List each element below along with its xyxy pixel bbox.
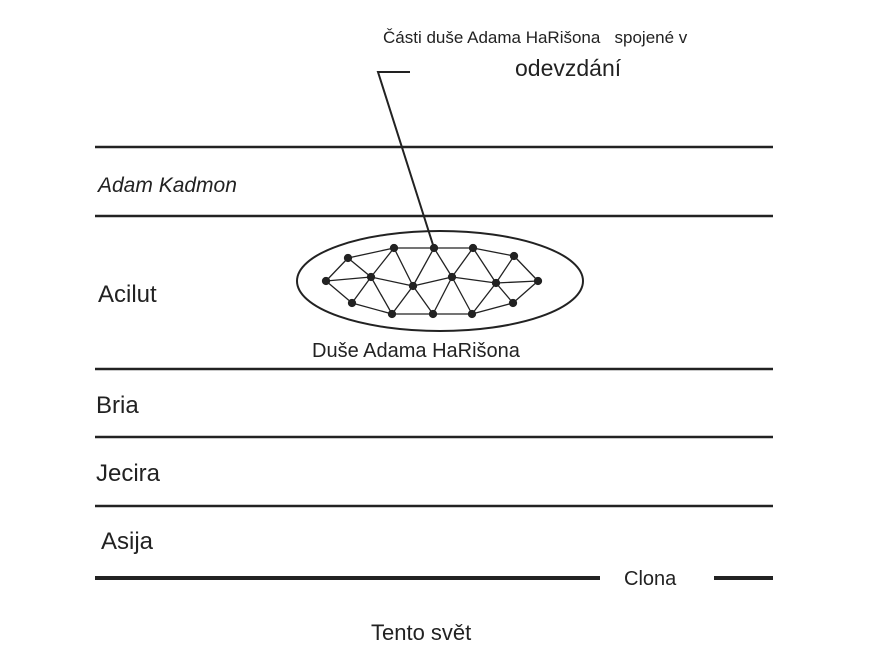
network-edge (495, 255, 515, 284)
network-node (491, 278, 501, 288)
network-edge (347, 247, 395, 259)
world-adam-kadmon: Adam Kadmon (98, 174, 237, 197)
network-edge (412, 285, 434, 315)
network-edge (472, 247, 497, 284)
network-edge (412, 247, 435, 287)
network-edge (433, 247, 453, 278)
network-edge (451, 247, 474, 278)
network-edge (513, 255, 539, 282)
network-edge (495, 282, 514, 304)
network-edge (512, 280, 539, 304)
network-node (321, 276, 331, 286)
network-edge (325, 276, 372, 282)
world-jecira: Jecira (96, 460, 161, 487)
network-edge (370, 247, 395, 278)
network-node (468, 243, 478, 253)
network-edge (412, 276, 453, 287)
network-node (366, 272, 376, 282)
network-edge (325, 257, 349, 282)
bottom-label: Tento svět (371, 620, 472, 645)
network-edge (471, 282, 497, 315)
network-edge (432, 276, 453, 315)
network-node (389, 243, 399, 253)
network-edge (393, 247, 414, 287)
network-node (508, 298, 518, 308)
network-edge (451, 276, 497, 284)
network-node (429, 243, 439, 253)
network-edge (370, 276, 393, 315)
world-acilut: Acilut (98, 281, 157, 308)
network-node (428, 309, 438, 319)
top-label-line2: odevzdání (515, 55, 622, 81)
network-node (509, 251, 519, 261)
network-node (447, 272, 457, 282)
network-edge (391, 285, 414, 315)
network-node (343, 253, 353, 263)
network-edge (495, 280, 539, 284)
world-asija: Asija (101, 528, 154, 555)
network-node (533, 276, 543, 286)
top-label-line1: Části duše Adama HaRišona spojené v (383, 28, 688, 47)
world-bria: Bria (96, 392, 139, 419)
network-edge (451, 276, 473, 315)
network-node (347, 298, 357, 308)
network-edge (347, 257, 372, 278)
network-node (387, 309, 397, 319)
soul-label: Duše Adama HaRišona (312, 340, 520, 362)
pointer-line (376, 71, 435, 249)
network-edge (471, 302, 514, 315)
network-node (408, 281, 418, 291)
network-edge (472, 247, 515, 257)
network-edge (325, 280, 353, 304)
network-edge (370, 276, 414, 287)
soul-ellipse (296, 230, 584, 332)
network-node (467, 309, 477, 319)
network-edge (351, 302, 393, 315)
soul-network (321, 243, 543, 319)
network-edge (351, 276, 372, 304)
curtain-label: Clona (624, 568, 677, 590)
